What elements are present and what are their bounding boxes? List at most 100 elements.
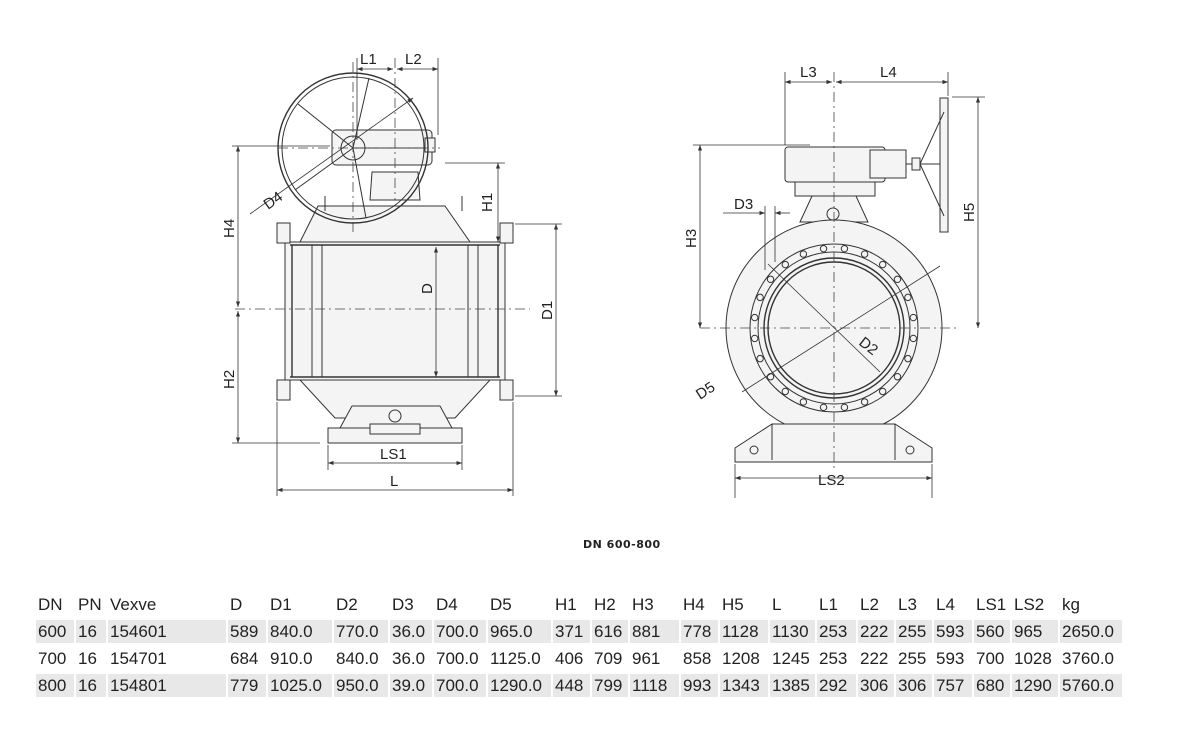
dim-label-ls1: LS1 bbox=[380, 446, 407, 463]
table-cell: 1290 bbox=[1012, 674, 1058, 697]
column-header: DN bbox=[38, 595, 63, 614]
bolt-hole bbox=[781, 260, 789, 269]
dim-label-l: L bbox=[390, 473, 398, 490]
bolt-hole bbox=[750, 313, 759, 322]
dim-label-h5: H5 bbox=[961, 203, 978, 222]
dim-label-d4: D4 bbox=[261, 188, 286, 213]
dim-label-d3: D3 bbox=[734, 196, 753, 213]
table-cell: 448 bbox=[553, 674, 590, 697]
flange-left-bottom bbox=[276, 379, 291, 401]
bolt-hole bbox=[781, 387, 789, 396]
table-cell: 961 bbox=[632, 649, 661, 668]
table-cell: 1245 bbox=[772, 649, 810, 668]
table-cell: 292 bbox=[817, 674, 856, 697]
flange-right-top bbox=[499, 222, 514, 244]
table-cell: 593 bbox=[936, 649, 965, 668]
table-cell: 840.0 bbox=[268, 620, 332, 643]
handwheel-side bbox=[939, 97, 949, 233]
table-cell: 700.0 bbox=[436, 649, 479, 668]
bolt-hole bbox=[879, 387, 887, 396]
dim-label-d5: D5 bbox=[693, 379, 718, 404]
table-cell: 680 bbox=[974, 674, 1010, 697]
dim-label-l4: L4 bbox=[880, 64, 897, 81]
column-header: D1 bbox=[270, 595, 292, 614]
table-cell: 800 bbox=[36, 674, 74, 697]
table-cell: 16 bbox=[76, 674, 106, 697]
bolt-hole bbox=[860, 250, 869, 258]
bolt-hole bbox=[893, 373, 902, 381]
table-cell: 2650.0 bbox=[1060, 620, 1122, 643]
table-cell: 39.0 bbox=[390, 674, 432, 697]
table-cell: 684 bbox=[230, 649, 259, 668]
column-header: L bbox=[772, 595, 782, 614]
dim-label-ls2: LS2 bbox=[818, 472, 845, 489]
column-header: D bbox=[230, 595, 243, 614]
bolt-hole bbox=[756, 293, 764, 302]
bolt-hole bbox=[799, 398, 808, 406]
table-cell: 255 bbox=[898, 649, 927, 668]
column-header: D2 bbox=[336, 595, 358, 614]
valve-bore bbox=[284, 241, 506, 381]
table-cell: 36.0 bbox=[392, 649, 426, 668]
bolt-hole bbox=[904, 293, 912, 302]
table-cell: 799 bbox=[592, 674, 628, 697]
table-cell: 709 bbox=[594, 649, 623, 668]
bolt-hole bbox=[909, 334, 918, 343]
table-cell: 840.0 bbox=[336, 649, 379, 668]
column-header: L2 bbox=[860, 595, 879, 614]
table-cell: 881 bbox=[630, 620, 679, 643]
table-cell: 1118 bbox=[630, 674, 679, 697]
bolt-hole bbox=[819, 244, 828, 253]
table-cell: 600 bbox=[36, 620, 74, 643]
end-view: L3 L4 D3 H3 H5 D2 D5 LS2 bbox=[683, 64, 985, 498]
column-header: D4 bbox=[436, 595, 458, 614]
flange-right-bottom bbox=[499, 379, 514, 401]
table-cell: 965.0 bbox=[488, 620, 551, 643]
column-header: L4 bbox=[936, 595, 955, 614]
table-cell: 700 bbox=[976, 649, 1005, 668]
dim-label-d: D bbox=[419, 283, 436, 294]
column-header: H3 bbox=[632, 595, 654, 614]
table-cell: 589 bbox=[228, 620, 266, 643]
table-cell: 306 bbox=[858, 674, 894, 697]
table-cell: 616 bbox=[592, 620, 628, 643]
dim-label-h4: H4 bbox=[221, 219, 238, 238]
column-header: H1 bbox=[555, 595, 577, 614]
table-cell: 253 bbox=[819, 649, 848, 668]
table-cell: 858 bbox=[683, 649, 712, 668]
column-header: Vexve bbox=[110, 595, 157, 614]
table-cell: 306 bbox=[896, 674, 932, 697]
table-cell: 154801 bbox=[108, 674, 226, 697]
bolt-hole bbox=[799, 250, 808, 258]
table-cell: 255 bbox=[896, 620, 932, 643]
table-cell: 1208 bbox=[722, 649, 760, 668]
technical-drawing: L1 L2 D4 H1 H4 D D1 H2 LS1 L bbox=[221, 51, 985, 498]
table-cell: 993 bbox=[681, 674, 718, 697]
dim-label-h1: H1 bbox=[479, 193, 496, 212]
dim-label-l3: L3 bbox=[800, 64, 817, 81]
table-cell: 950.0 bbox=[334, 674, 388, 697]
bolt-hole bbox=[879, 260, 887, 269]
table-cell: 1028 bbox=[1014, 649, 1052, 668]
column-header: H5 bbox=[722, 595, 744, 614]
table-cell: 406 bbox=[555, 649, 584, 668]
dim-label-l1: L1 bbox=[360, 51, 377, 68]
table-cell: 3760.0 bbox=[1062, 649, 1114, 668]
column-header: L3 bbox=[898, 595, 917, 614]
table-cell: 593 bbox=[934, 620, 972, 643]
table-cell: 770.0 bbox=[334, 620, 388, 643]
table-cell: 1343 bbox=[720, 674, 768, 697]
drawing-caption: DN 600-800 bbox=[583, 538, 661, 551]
bolt-hole bbox=[766, 275, 775, 283]
table-cell: 371 bbox=[553, 620, 590, 643]
support-base bbox=[734, 423, 933, 463]
column-header: LS1 bbox=[976, 595, 1007, 614]
table-cell: 222 bbox=[858, 620, 894, 643]
column-header: D5 bbox=[490, 595, 512, 614]
table-cell: 1025.0 bbox=[268, 674, 332, 697]
table-cell: 700.0 bbox=[434, 620, 486, 643]
dim-label-h3: H3 bbox=[683, 229, 700, 248]
bolt-hole bbox=[893, 275, 902, 283]
